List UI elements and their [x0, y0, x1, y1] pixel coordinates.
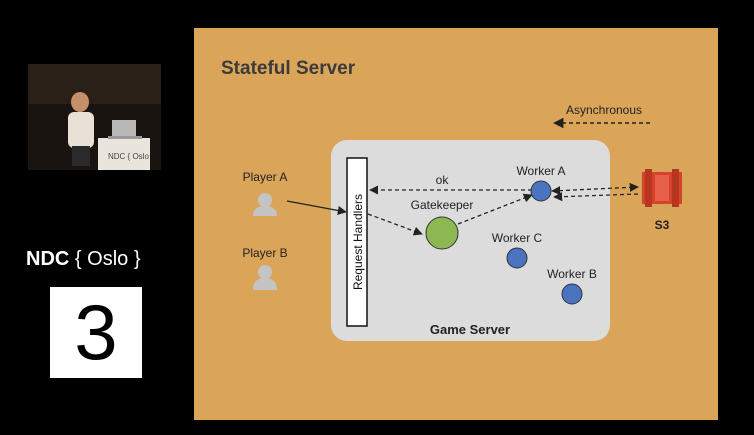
worker-c-node [506, 247, 528, 269]
worker-s3-arrow [551, 182, 639, 196]
async-label: Asynchronous [566, 103, 642, 117]
handler-gatekeeper-arrow [367, 213, 423, 236]
worker-b-label: Worker B [547, 267, 597, 281]
room-number: 3 [74, 288, 118, 376]
worker-a-label: Worker A [516, 164, 565, 178]
slide-title: Stateful Server [221, 58, 356, 79]
speaker-figure [68, 92, 94, 166]
player-a-icon [253, 193, 277, 216]
game-server-label: Game Server [430, 322, 510, 337]
s3-label: S3 [655, 218, 670, 232]
ok-label: ok [436, 173, 450, 187]
gatekeeper-node [425, 216, 459, 250]
conference-logo: NDC { Oslo } [26, 248, 170, 271]
player-b-label: Player B [242, 246, 287, 260]
s3-bucket-icon [642, 169, 682, 207]
request-handlers-label: Request Handlers [351, 194, 365, 290]
worker-b-node [561, 283, 583, 305]
svg-text:NDC { Oslo: NDC { Oslo [108, 152, 149, 161]
worker-c-label: Worker C [492, 231, 543, 245]
s3-worker-arrow [553, 192, 639, 202]
conference-city: { Oslo } [69, 248, 141, 270]
worker-a-node [530, 180, 552, 202]
gatekeeper-worker-arrow [457, 193, 533, 225]
podium: NDC { Oslo [98, 138, 150, 170]
gatekeeper-label: Gatekeeper [411, 198, 474, 212]
room-number-card: 3 [50, 287, 142, 378]
request-handlers-box [346, 157, 368, 327]
player-a-label: Player A [243, 170, 288, 184]
player-request-arrow [286, 200, 347, 215]
laptop [108, 120, 142, 139]
conference-name: NDC [26, 248, 70, 270]
player-b-icon [253, 265, 277, 290]
speaker-video: NDC { Oslo [28, 64, 161, 170]
presentation-slide: Stateful Server Game Server Request Hand… [194, 28, 718, 420]
game-server-box [331, 140, 610, 341]
